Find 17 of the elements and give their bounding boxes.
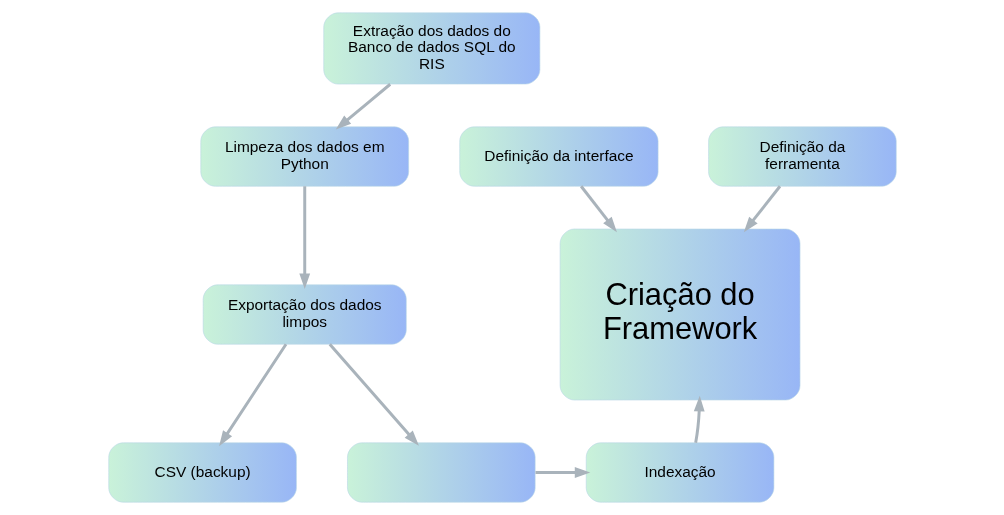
node-box: CSV (backup): [107, 442, 297, 503]
node-box: Exportação dos dados limpos: [202, 284, 407, 345]
node-box: Extração dos dados do Banco de dados SQL do RIS: [322, 12, 540, 85]
node-box: Limpeza dos dados em Python: [200, 126, 409, 187]
arrow: [579, 185, 617, 233]
arrow: [335, 83, 391, 130]
node-box: Definição da interface: [458, 126, 658, 187]
node-box: Criação do Framework: [559, 228, 800, 401]
node-box: [346, 442, 535, 503]
node-box: Definição da ferramenta: [707, 126, 897, 187]
arrow: [535, 467, 590, 478]
arrow: [693, 395, 705, 443]
arrow: [328, 343, 419, 446]
arrow: [743, 185, 781, 233]
arrow: [218, 343, 287, 447]
arrow: [298, 186, 310, 289]
node-box: Indexação: [585, 442, 774, 503]
